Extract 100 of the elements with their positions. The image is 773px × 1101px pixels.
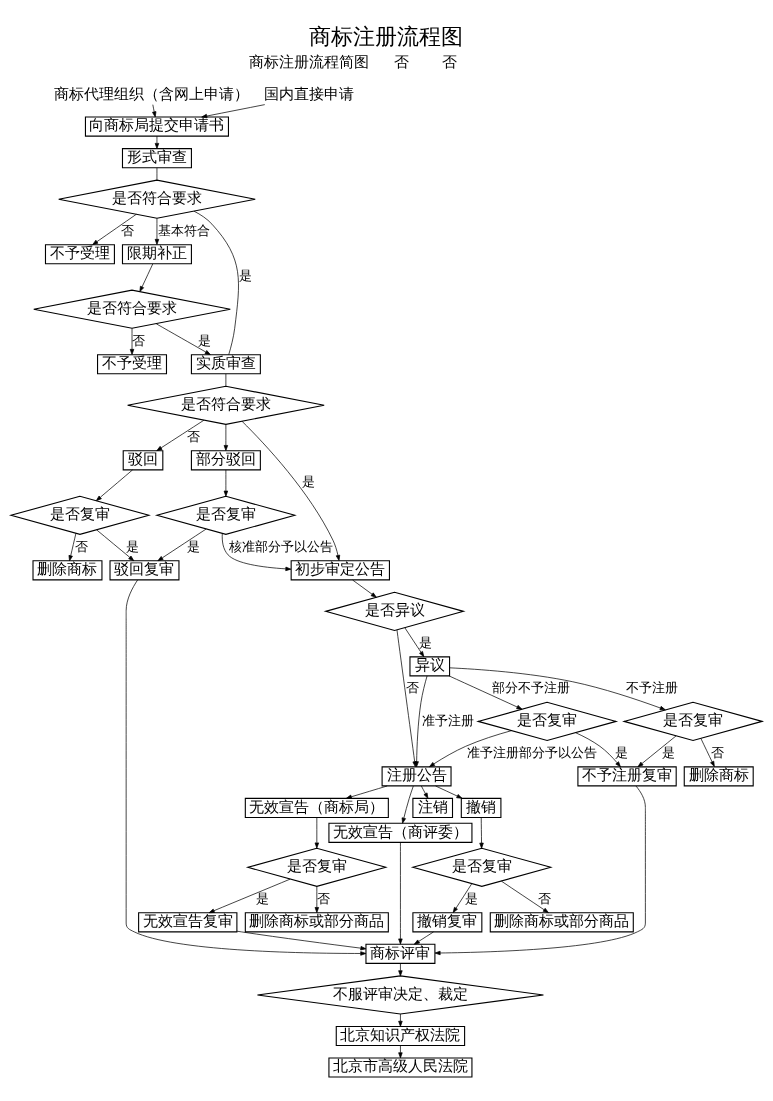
node-diamond: 是否符合要求 — [127, 385, 325, 425]
node-box: 删除商标或部分商品 — [489, 912, 634, 933]
arrow — [96, 529, 135, 562]
edge-label: 是 — [615, 744, 629, 760]
label: 否 — [442, 53, 458, 71]
arrow — [241, 420, 341, 561]
arrow — [236, 930, 367, 951]
arrow — [449, 667, 666, 711]
node-box: 删除商标 — [683, 766, 754, 787]
node-box: 不予受理 — [97, 354, 168, 375]
arrow — [201, 104, 266, 119]
arrow — [575, 732, 621, 768]
arrow — [398, 1013, 403, 1027]
edge-label: 是 — [419, 634, 433, 650]
node-box: 初步审定公告 — [290, 560, 390, 581]
node-text: 国内直接申请 — [264, 84, 355, 102]
edge-label: 否 — [75, 538, 89, 554]
node-box: 注销 — [412, 797, 454, 818]
arrow — [479, 817, 484, 849]
edge-label: 是 — [661, 744, 675, 760]
arrow — [413, 931, 434, 945]
node-diamond: 是否复审 — [245, 847, 388, 887]
edge-label: 是 — [125, 538, 139, 554]
edge-label: 否 — [132, 332, 146, 348]
node-diamond: 是否符合要求 — [33, 289, 231, 329]
arrow — [420, 785, 429, 799]
arrow — [448, 675, 523, 710]
diagram-title: 商标注册流程图 — [309, 24, 464, 50]
connector — [193, 210, 239, 355]
node-box: 撤销复审 — [412, 912, 483, 933]
edge-label: 否 — [121, 222, 135, 238]
arrow — [398, 963, 403, 977]
connector — [156, 167, 158, 181]
node-box: 不予注册复审 — [577, 766, 677, 787]
arrow — [401, 785, 414, 824]
arrow — [314, 817, 319, 849]
edge-label: 是 — [256, 890, 270, 906]
node-box: 向商标局提交申请书 — [84, 116, 229, 137]
node-diamond: 不服评审决定、裁定 — [256, 975, 544, 1015]
arrow — [452, 883, 473, 913]
node-text: 商标代理组织（含网上申请） — [53, 84, 249, 102]
node-box: 驳回 — [122, 450, 164, 471]
node-box: 形式审查 — [121, 148, 192, 169]
edge-label: 不予注册 — [626, 680, 679, 696]
edge-label: 是 — [187, 538, 201, 554]
arrow — [68, 532, 77, 562]
node-diamond: 是否符合要求 — [58, 179, 256, 219]
arrow — [152, 104, 157, 118]
arrow — [637, 735, 677, 768]
node-box: 不予受理 — [44, 244, 115, 265]
edge-label: 部分不予注册 — [492, 680, 571, 696]
node-box: 驳回复审 — [109, 560, 180, 581]
node-diamond: 是否复审 — [622, 701, 765, 742]
node-box: 无效宣告（商标局） — [244, 797, 389, 818]
connector — [225, 373, 227, 387]
node-box: 无效宣告（商评委） — [328, 822, 473, 843]
arrow — [346, 785, 388, 799]
edge-label: 是 — [465, 890, 479, 906]
arrow — [429, 730, 512, 768]
edge-label: 准予注册 — [421, 712, 474, 728]
edge-label: 否 — [711, 744, 725, 760]
arrow — [154, 135, 160, 149]
node-box: 北京知识产权法院 — [335, 1025, 466, 1047]
arrow — [139, 263, 154, 292]
arrow — [157, 528, 207, 562]
node-box: 无效宣告复审 — [138, 912, 238, 933]
arrow — [208, 878, 291, 914]
arrow — [501, 880, 549, 913]
arrow — [398, 842, 403, 945]
node-box: 北京市高级人民法院 — [328, 1057, 473, 1078]
arrow — [129, 328, 135, 355]
label: 否 — [394, 53, 410, 71]
arrow — [434, 785, 646, 956]
label: 商标注册流程简图 — [249, 53, 370, 71]
node-box: 异议 — [409, 656, 451, 677]
edge-label: 是 — [301, 474, 315, 490]
arrow — [154, 218, 160, 245]
node-box: 部分驳回 — [190, 450, 261, 471]
arrow — [223, 469, 229, 497]
edge-label: 准予注册部分予以公告 — [467, 744, 598, 760]
node-box: 实质审查 — [190, 354, 261, 375]
arrow — [314, 886, 319, 913]
node-box: 删除商标或部分商品 — [244, 912, 389, 933]
arrow — [435, 785, 463, 799]
node-diamond: 是否复审 — [154, 495, 297, 535]
node-diamond: 是否复审 — [476, 701, 619, 742]
edge-label: 否 — [406, 680, 420, 696]
edge-label: 核准部分予以公告 — [229, 538, 334, 554]
arrow — [700, 738, 715, 767]
arrow — [155, 323, 211, 355]
arrow — [95, 469, 133, 502]
edge-label: 否 — [538, 890, 552, 906]
arrow — [352, 579, 377, 598]
arrow — [398, 1045, 403, 1059]
node-diamond: 是否复审 — [410, 847, 553, 887]
arrow — [404, 627, 425, 657]
edge-label: 否 — [186, 428, 200, 444]
node-box: 限期补正 — [121, 244, 192, 265]
edge-label: 是 — [238, 268, 252, 284]
arrow — [125, 579, 367, 956]
